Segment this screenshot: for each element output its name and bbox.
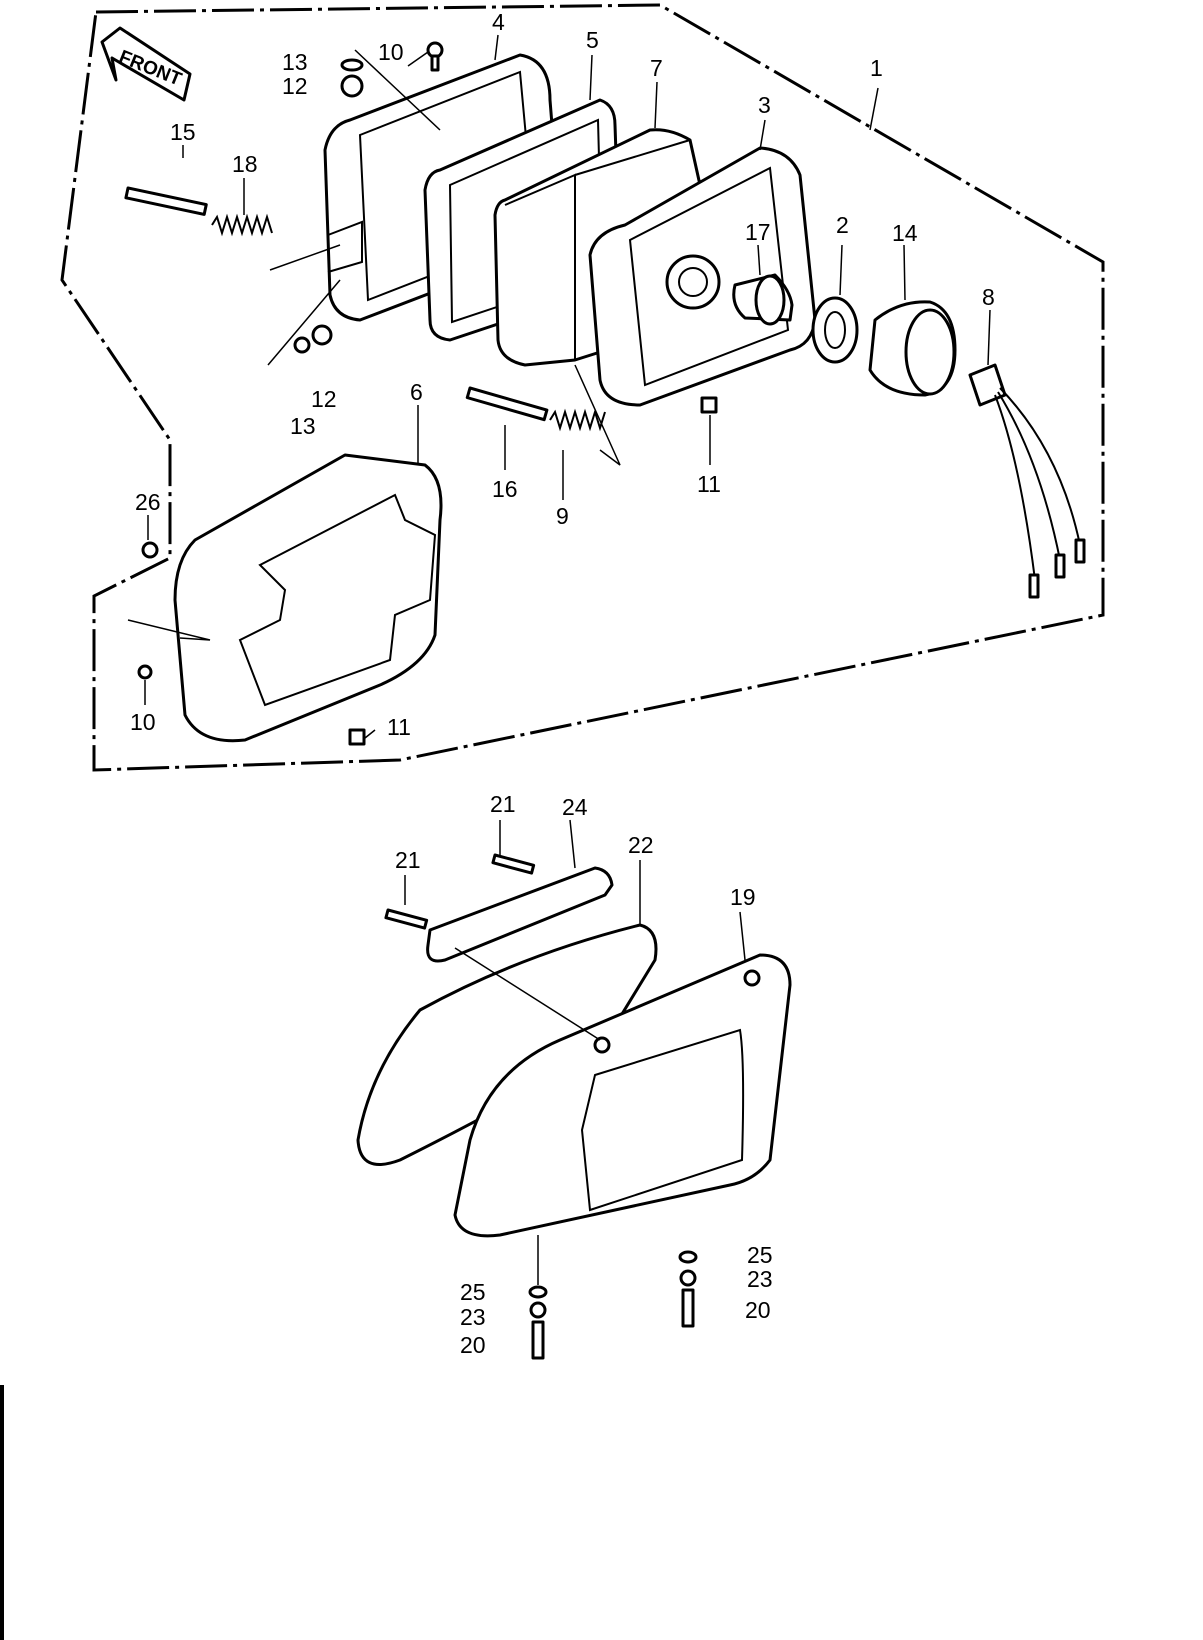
nut-12-mid	[311, 324, 333, 346]
screw-21-a	[491, 853, 536, 875]
callout-16: 16	[492, 476, 518, 502]
screw-20-left	[531, 1320, 545, 1360]
callout-13-top: 13	[282, 49, 308, 75]
callout-4: 4	[492, 9, 505, 35]
callout-25-right: 25	[747, 1242, 773, 1268]
callout-13-mid: 13	[290, 413, 316, 439]
adjusting-bolt-15	[124, 186, 208, 216]
callout-11-mid: 11	[697, 471, 721, 497]
callout-7: 7	[650, 55, 663, 81]
callout-19: 19	[730, 884, 756, 910]
washer-13-top	[340, 58, 364, 72]
housing-bracket	[588, 146, 817, 407]
callout-8: 8	[982, 284, 995, 310]
callout-10-top: 10	[378, 39, 404, 65]
callout-26: 26	[135, 489, 161, 515]
headlight-case	[137, 453, 443, 746]
reflector-bar-24	[426, 866, 614, 963]
leader-lines	[127, 34, 991, 1285]
callout-12-mid: 12	[311, 386, 337, 412]
callout-10-bottom: 10	[130, 709, 156, 735]
front-arrow: FRONT	[100, 26, 192, 102]
callout-5: 5	[586, 27, 599, 53]
callout-9: 9	[556, 503, 569, 529]
dust-cover	[868, 300, 957, 397]
nut-11-mid	[700, 396, 718, 414]
callout-23-right: 23	[747, 1266, 773, 1292]
callout-21-left: 21	[395, 847, 421, 873]
callout-1: 1	[870, 55, 883, 81]
washer-23-right	[679, 1269, 697, 1287]
callout-25-left: 25	[460, 1279, 486, 1305]
callout-17: 17	[745, 219, 771, 245]
callout-20-left: 20	[460, 1332, 486, 1358]
callout-2: 2	[836, 212, 849, 238]
screw-10-top	[426, 41, 444, 72]
left-margin-bar	[0, 1385, 4, 1640]
adjusting-bolt-16	[465, 386, 549, 422]
washer-23-left	[529, 1301, 547, 1319]
screw-21-b	[384, 908, 429, 930]
callout-11-bottom: 11	[387, 714, 411, 740]
adjusting-spring-18	[211, 213, 273, 237]
callout-18: 18	[232, 151, 258, 177]
washer-13-mid	[293, 336, 311, 354]
headlight-bezel-19	[453, 953, 792, 1238]
screw-20-right	[681, 1288, 695, 1328]
washer-25-right	[678, 1250, 698, 1264]
washer-25-left	[528, 1285, 548, 1299]
callout-3: 3	[758, 92, 771, 118]
callout-15: 15	[170, 119, 196, 145]
callout-12-top: 12	[282, 73, 308, 99]
bulb	[732, 273, 794, 326]
callout-23-left: 23	[460, 1304, 486, 1330]
callout-24: 24	[562, 794, 588, 820]
callout-22: 22	[628, 832, 654, 858]
nut-12-top	[340, 74, 364, 98]
callout-14: 14	[892, 220, 918, 246]
callout-21-top: 21	[490, 791, 516, 817]
wire-harness	[968, 363, 1086, 599]
callout-6: 6	[410, 379, 423, 405]
callout-20-right: 20	[745, 1297, 771, 1323]
adjusting-spring-9	[549, 408, 606, 432]
assembly-boundary	[60, 3, 1105, 772]
socket-ring	[811, 296, 859, 364]
